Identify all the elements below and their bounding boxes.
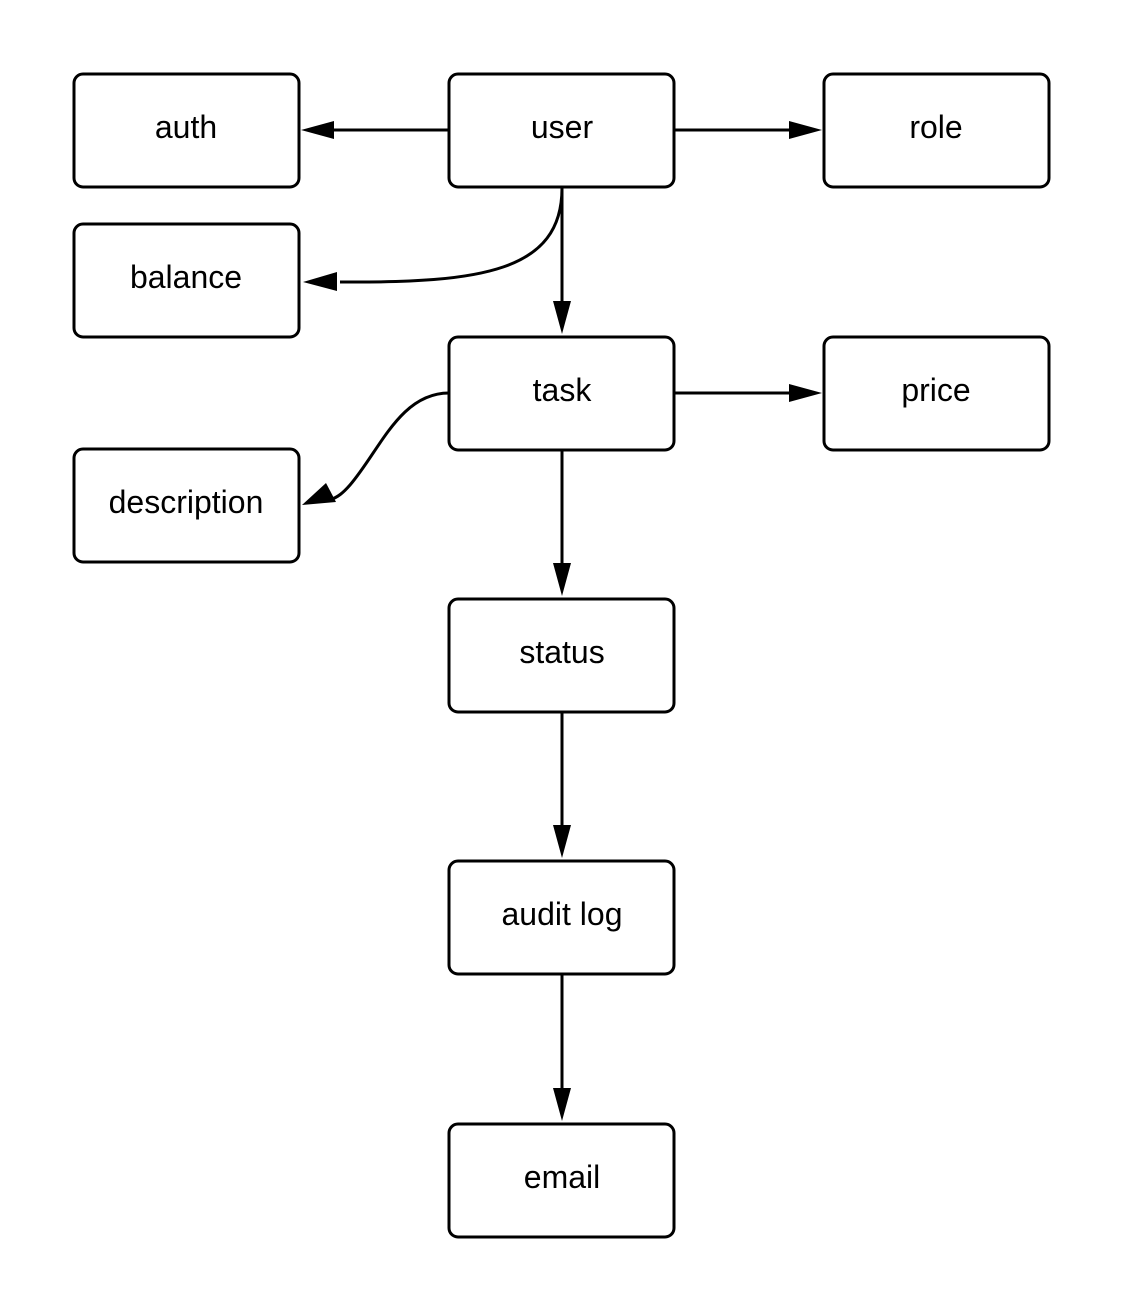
arrowhead <box>301 121 334 139</box>
edge-audit-log-to-email <box>553 975 571 1121</box>
arrowhead <box>302 483 336 505</box>
node-label: auth <box>155 109 217 145</box>
node-auth: auth <box>72 72 301 189</box>
node-email: email <box>447 1122 676 1239</box>
node-status: status <box>447 597 676 714</box>
edge-user-to-task <box>553 188 571 334</box>
node-price: price <box>822 335 1051 452</box>
node-label: balance <box>130 259 242 295</box>
arrowhead <box>553 825 571 858</box>
arrowhead <box>789 121 822 139</box>
node-label: user <box>531 109 594 145</box>
edge-task-to-status <box>553 450 571 596</box>
edge-task-to-description <box>302 391 450 505</box>
node-balance: balance <box>72 222 301 339</box>
arrowhead <box>553 563 571 596</box>
edge-user-to-role <box>675 121 822 139</box>
node-label: description <box>109 484 264 520</box>
arrowhead <box>553 1088 571 1121</box>
node-task: task <box>447 335 676 452</box>
node-label: status <box>519 634 604 670</box>
edge-user-to-auth <box>301 121 449 139</box>
node-label: task <box>533 372 593 408</box>
arrowhead <box>553 301 571 334</box>
arrowhead <box>789 384 822 402</box>
node-label: email <box>524 1159 600 1195</box>
node-description: description <box>72 447 301 564</box>
node-audit-log: audit log <box>447 859 676 976</box>
node-role: role <box>822 72 1051 189</box>
edge-task-to-price <box>675 384 822 402</box>
node-label: price <box>901 372 970 408</box>
node-label: audit log <box>502 896 623 932</box>
edge-user-to-balance <box>303 187 564 291</box>
node-user: user <box>447 72 676 189</box>
edge-status-to-audit-log <box>553 713 571 858</box>
node-label: role <box>909 109 962 145</box>
arrowhead <box>303 272 337 291</box>
